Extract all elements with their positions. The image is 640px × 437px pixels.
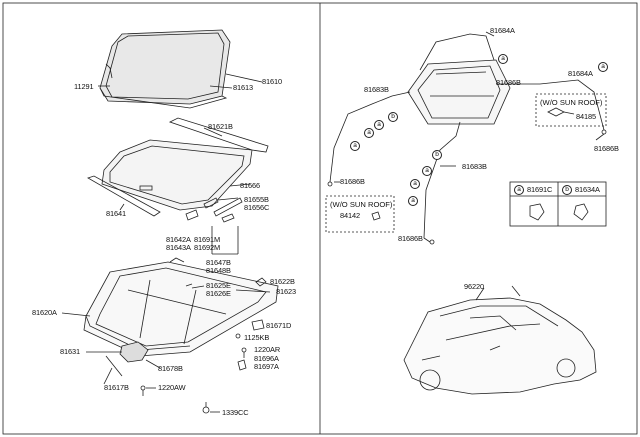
drain-81671D [251,319,265,331]
label-81622B: 81622B [270,277,295,286]
screw-1220AR [241,347,247,353]
label-81666: 81666 [240,181,261,190]
sunroof-frame-81620A [83,257,279,357]
clip-1125KB [235,333,241,339]
label-96220: 96220 [464,282,485,291]
label-81686B-right: 81686B [594,144,619,153]
strip-81641 [87,175,161,217]
bracket-81696A [237,359,247,371]
label-81683B-mid: 81683B [462,162,487,171]
drain-hose-right [496,79,605,131]
label-81613: 81613 [233,83,254,92]
label-81621B: 81621B [208,122,233,131]
label-81697A: 81697A [254,362,279,371]
drain-frame-assembly [407,59,511,125]
legend-b-part: 81634A [575,185,600,194]
label-81684A-top: 81684A [490,26,515,35]
label-81647B: 81647B [206,258,231,267]
label-81656C: 81656C [244,203,270,212]
bracket-81642A [185,209,199,221]
label-81648B: 81648B [206,266,231,275]
label-84185: 84185 [576,112,597,121]
label-81643A: 81643A [166,243,191,252]
callout-a: a [410,179,420,189]
glass-seal [105,63,113,79]
callout-a: a [408,196,418,206]
label-81625E: 81625E [206,281,231,290]
label-81626E: 81626E [206,289,231,298]
drain-hose-front [419,33,495,71]
label-81691M: 81691M [194,235,221,244]
wo-sunroof-title-left: (W/O SUN ROOF) [330,200,393,209]
label-81686B-top: 81686B [496,78,521,87]
motor-81631 [119,341,149,363]
label-1220AW: 1220AW [158,383,186,392]
callout-a: a [598,62,608,72]
label-81671D: 81671D [266,321,292,330]
deflector-81621B [168,117,269,153]
label-81620A: 81620A [32,308,57,317]
label-81642A: 81642A [166,235,191,244]
car-illustration [403,297,597,395]
label-84142: 84142 [340,211,361,220]
wo-sunroof-box-right [535,93,607,127]
sunshade-81666 [101,139,253,211]
callout-b: b [432,150,442,160]
callout-a: a [364,128,374,138]
label-81686B-bottom: 81686B [398,234,423,243]
label-81617B: 81617B [104,383,129,392]
callout-a: a [350,141,360,151]
drain-hose-left [329,91,411,183]
label-11291: 11291 [74,82,94,91]
legend-a-part: 81691C [527,185,553,194]
label-81692M: 81692M [194,243,221,252]
callout-a: a [374,120,384,130]
wo-sunroof-title-right: (W/O SUN ROOF) [540,98,603,107]
label-81696A: 81696A [254,354,279,363]
label-81641: 81641 [106,209,127,218]
cable-81617B [105,355,123,377]
sunroof-glass-81610 [99,29,231,109]
bolt-1339CC [202,406,210,414]
bracket-81655B [203,197,219,209]
wo-sunroof-box-left [325,195,395,233]
label-1125KB: 1125KB [244,333,270,342]
label-81684A-right: 81684A [568,69,593,78]
callout-b: b [388,112,398,122]
label-81678B: 81678B [158,364,183,373]
legend-a-bubble: a [514,185,524,195]
label-81683B-left: 81683B [364,85,389,94]
callout-a: a [422,166,432,176]
callout-a: a [498,54,508,64]
legend-b-bubble: b [562,185,572,195]
label-81655B: 81655B [244,195,269,204]
drain-hose-rear [423,121,461,243]
bracket-81622B [255,277,267,287]
screw-1220AW [140,385,146,391]
label-81631: 81631 [60,347,81,356]
label-81610: 81610 [262,77,283,86]
label-1339CC: 1339CC [222,408,249,417]
label-81623: 81623 [276,287,297,296]
bracket-81691M [221,213,235,223]
label-1220AR: 1220AR [254,345,281,354]
label-81686B-left: 81686B [340,177,365,186]
